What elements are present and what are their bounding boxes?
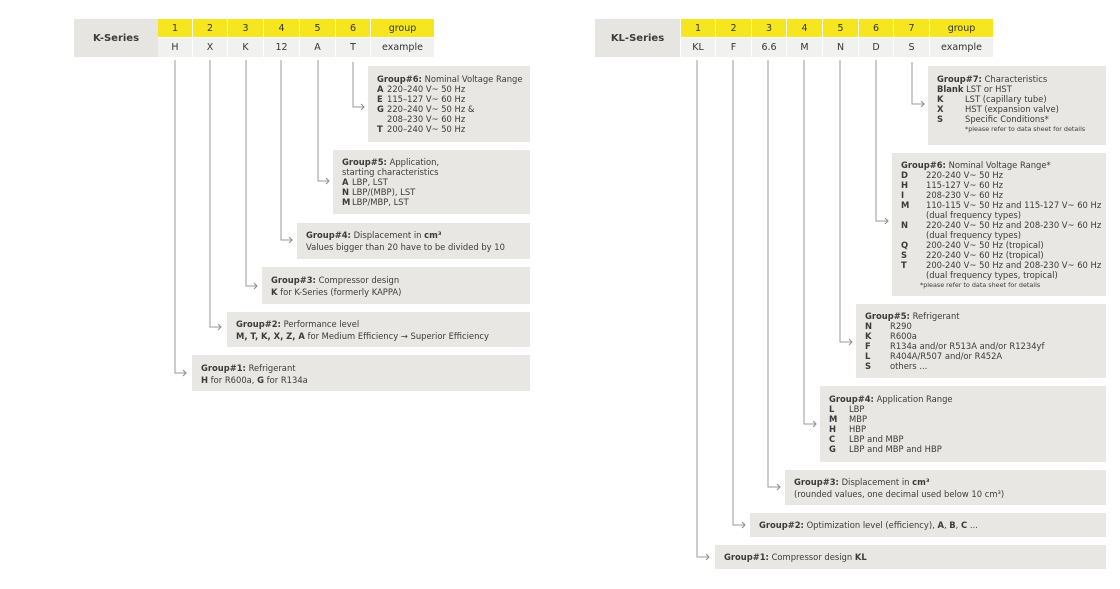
k-connector-6 xyxy=(352,62,364,108)
kl-connector-1 xyxy=(696,60,709,558)
k-connector-4 xyxy=(280,60,292,241)
k-group2-box: Group#2: Performance level M, T, K, X, Z… xyxy=(227,312,530,347)
k-connector-5 xyxy=(317,60,329,182)
kl-col-6-number: 6 xyxy=(859,19,893,37)
k-group-header: group xyxy=(371,19,434,37)
k-connector-3 xyxy=(245,60,257,287)
k-connector-2 xyxy=(209,60,221,328)
k-col-5-value: A xyxy=(300,38,335,57)
k-series-label: K-Series xyxy=(74,19,158,57)
kl-col-5-number: 5 xyxy=(823,19,858,37)
kl-group3-box: Group#3: Displacement in cm³ (rounded va… xyxy=(785,470,1106,505)
kl-col-7-number: 7 xyxy=(894,19,929,37)
kl-connector-3 xyxy=(767,60,780,488)
kl-group2-box: Group#2: Optimization level (efficiency)… xyxy=(750,513,1106,537)
k-connector-1 xyxy=(174,60,186,374)
kl-col-2-number: 2 xyxy=(716,19,751,37)
k-col-6-number: 6 xyxy=(336,19,370,37)
k-col-1-number: 1 xyxy=(158,19,192,37)
k-col-6-value: T xyxy=(336,38,370,57)
k-group5-box: Group#5: Application, starting character… xyxy=(333,150,530,214)
kl-connector-5 xyxy=(839,60,852,343)
kl-col-4-value: M xyxy=(787,38,822,57)
kl-group-header: group xyxy=(930,19,993,37)
kl-series-label: KL-Series xyxy=(595,19,680,57)
k-col-4-number: 4 xyxy=(264,19,299,37)
kl-col-3-value: 6.6 xyxy=(752,38,786,57)
k-col-3-number: 3 xyxy=(228,19,263,37)
kl-col-4-number: 4 xyxy=(787,19,822,37)
k-example-label: example xyxy=(371,38,434,57)
kl-example-label: example xyxy=(930,38,993,57)
kl-col-1-number: 1 xyxy=(681,19,715,37)
k-col-1-value: H xyxy=(158,38,192,57)
k-group1-box: Group#1: Refrigerant H for R600a, G for … xyxy=(192,355,530,391)
k-col-3-value: K xyxy=(228,38,263,57)
k-col-2-value: X xyxy=(193,38,227,57)
kl-group1-box: Group#1: Compressor design KL xyxy=(715,545,1106,569)
kl-col-5-value: N xyxy=(823,38,858,57)
k-group3-box: Group#3: Compressor design K for K-Serie… xyxy=(262,267,530,304)
kl-col-7-value: S xyxy=(894,38,929,57)
kl-col-3-number: 3 xyxy=(752,19,786,37)
kl-col-6-value: D xyxy=(859,38,893,57)
kl-group7-box: Group#7: Characteristics Blank LST or HS… xyxy=(928,66,1106,145)
k-col-4-value: 12 xyxy=(264,38,299,57)
kl-col-1-value: KL xyxy=(681,38,715,57)
kl-connector-7 xyxy=(911,62,924,105)
k-col-5-number: 5 xyxy=(300,19,335,37)
kl-connector-4 xyxy=(803,60,816,425)
kl-connector-6 xyxy=(875,60,888,222)
k-col-2-number: 2 xyxy=(193,19,227,37)
k-group4-box: Group#4: Displacement in cm³ Values bigg… xyxy=(297,223,530,259)
kl-connector-2 xyxy=(732,60,745,526)
kl-col-2-value: F xyxy=(716,38,751,57)
